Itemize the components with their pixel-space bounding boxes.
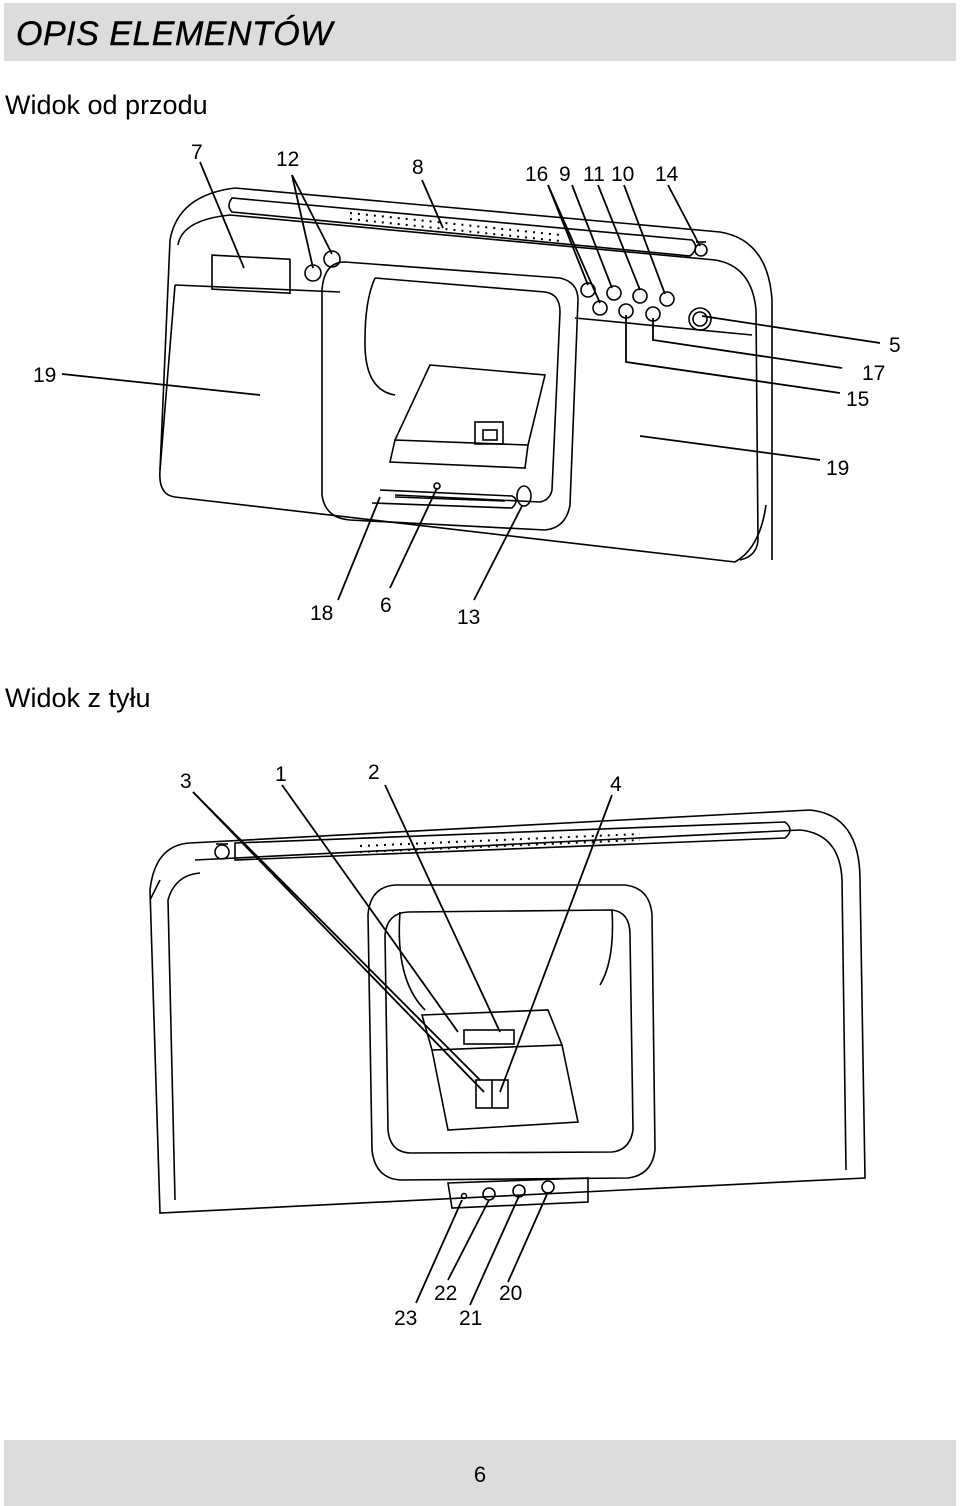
leader-lines [61,161,881,601]
label-20: 20 [499,1282,522,1305]
button-10 [659,291,675,307]
back-grille-bar [234,821,791,861]
page-header: OPIS ELEMENTÓW [4,3,956,61]
label-9: 9 [559,163,571,186]
button-9 [606,285,622,301]
device-front-face [158,239,736,563]
label-6: 6 [380,594,392,617]
label-21: 21 [459,1307,482,1330]
label-5: 5 [889,334,901,357]
page-footer: 6 [4,1440,956,1506]
label-3: 3 [180,770,192,793]
back-view-diagram: 3 1 2 4 23 22 21 20 [149,761,866,1330]
back-view-title: Widok z tyłu [5,683,151,713]
label-19-right: 19 [826,457,849,480]
label-23: 23 [394,1307,417,1330]
jack-panel [447,1177,589,1209]
volume-knob-5 [688,307,712,331]
device-body-outline [169,187,236,241]
dock-frame [321,261,579,531]
label-8: 8 [412,156,424,179]
display-window [211,254,291,295]
dock-tray [393,364,546,446]
page-number: 6 [473,1462,487,1487]
speaker-grille-bar [228,197,697,257]
dc-in-20 [541,1180,555,1194]
back-antenna [214,844,230,860]
antenna-14 [694,243,708,257]
back-leader-lines [192,784,613,1306]
aux-jack-13 [516,485,532,507]
button-11 [632,288,648,304]
label-2: 2 [368,761,380,784]
label-22: 22 [434,1282,457,1305]
grille-dots [349,212,561,242]
label-14: 14 [655,163,679,186]
back-dock-connector [463,1029,515,1045]
reset-23 [460,1192,468,1200]
usb-slot [371,489,517,509]
front-view-title: Widok od przodu [5,90,208,120]
back-dock-frame [367,884,656,1181]
label-15: 15 [846,388,869,411]
page-title: OPIS ELEMENTÓW [16,15,333,53]
label-18: 18 [310,602,333,625]
label-4: 4 [610,773,622,796]
label-16: 16 [525,163,548,186]
dock-connector [474,421,504,445]
label-10: 10 [611,163,634,186]
button-16b [592,300,608,316]
back-body-outline [149,809,866,1214]
label-13: 13 [457,606,480,629]
jack-22 [482,1187,496,1201]
label-11: 11 [583,163,605,186]
label-12: 12 [276,148,299,171]
label-17: 17 [862,362,885,385]
knob-12b [323,250,341,268]
front-view-diagram: 7 12 8 16 9 11 10 14 5 17 15 19 19 18 6 … [33,141,901,629]
label-7: 7 [191,141,203,164]
label-19-left: 19 [33,364,56,387]
label-1: 1 [275,763,287,786]
device-top-edge [234,187,773,560]
